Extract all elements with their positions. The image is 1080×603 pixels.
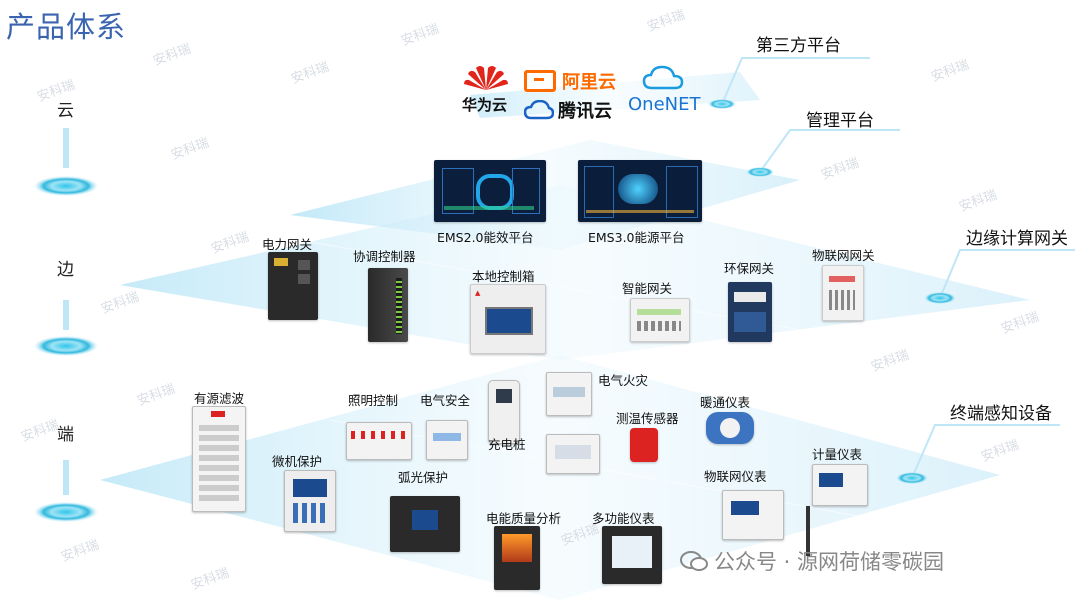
tencent-cloud-logo: 腾讯云 <box>524 97 612 123</box>
multi-meter-label: 多功能仪表 <box>592 511 655 526</box>
pq-analysis-label: 电能质量分析 <box>486 511 562 526</box>
aliyun-bracket-icon <box>524 70 556 92</box>
micro-protect-label: 微机保护 <box>272 454 323 469</box>
tier-ring-cloud <box>34 176 98 196</box>
callout-third-party: 第三方平台 <box>756 36 841 56</box>
env-gateway-image <box>728 282 772 342</box>
callout-management: 管理平台 <box>806 111 874 131</box>
pq-analyzer-image <box>494 526 540 590</box>
onenet-logo: OneNET <box>628 64 700 115</box>
metering-label: 计量仪表 <box>812 447 863 462</box>
metering-device-image <box>812 464 868 506</box>
elec-safety-label: 电气安全 <box>420 393 471 408</box>
local-box-label: 本地控制箱 <box>472 269 535 284</box>
iot-gateway-image <box>822 265 864 321</box>
aliyun-logo: 阿里云 <box>524 68 616 94</box>
active-filter-cabinet-image <box>192 406 246 512</box>
arc-protect-label: 弧光保护 <box>398 470 449 485</box>
layer-cloud <box>470 72 760 118</box>
tier-label-edge: 边 <box>57 260 74 280</box>
coord-controller-label: 协调控制器 <box>353 249 416 264</box>
fire-detector-image <box>546 372 592 416</box>
huawei-cloud-logo: 华为云 <box>462 62 510 115</box>
wechat-footer: 公众号 · 源网荷储零碳园 <box>680 546 944 576</box>
hvac-meter-image <box>706 412 754 444</box>
env-gateway-label: 环保网关 <box>724 261 775 276</box>
tier-label-cloud: 云 <box>57 101 74 121</box>
micro-protect-image <box>284 470 336 532</box>
hvac-meter-label: 暖通仪表 <box>700 395 751 410</box>
onenet-label: OneNET <box>628 94 701 115</box>
tier-ring-edge <box>34 336 98 356</box>
multi-meter-image <box>602 526 662 584</box>
iot-gateway-label: 物联网网关 <box>812 248 875 263</box>
active-filter-label: 有源滤波 <box>194 391 245 406</box>
charger-image <box>488 380 520 444</box>
arc-protect-image <box>390 496 460 552</box>
footer-text: 公众号 · 源网荷储零碳园 <box>714 550 945 574</box>
wechat-icon <box>680 551 708 571</box>
tier-ring-end <box>34 502 98 522</box>
callout-edge-gateway: 边缘计算网关 <box>966 229 1068 249</box>
temp-sensor-label: 测温传感器 <box>616 411 679 426</box>
lighting-controller-image <box>346 422 412 460</box>
antenna-icon <box>806 506 810 556</box>
charger-label: 充电桩 <box>488 437 526 452</box>
fire-label: 电气火灾 <box>598 373 649 388</box>
smart-gateway-label: 智能网关 <box>622 281 673 296</box>
power-gateway-image <box>268 252 318 320</box>
coord-controller-image <box>368 268 408 342</box>
huawei-flower-icon <box>464 66 508 90</box>
page-title: 产品体系 <box>6 10 127 44</box>
meter-box-image <box>546 434 600 474</box>
tier-label-end: 端 <box>57 425 74 445</box>
callout-terminal: 终端感知设备 <box>950 404 1052 424</box>
elec-safety-device-image <box>426 420 468 460</box>
local-box-image: ▲ <box>470 284 546 354</box>
iot-meter-label: 物联网仪表 <box>704 469 767 484</box>
ems3-dashboard-image <box>578 160 702 222</box>
layer-edge <box>120 185 1030 360</box>
huawei-label: 华为云 <box>462 96 508 114</box>
iot-meter-image <box>722 490 784 540</box>
tencent-cloud-icon <box>524 100 554 120</box>
aliyun-label: 阿里云 <box>562 72 616 93</box>
smart-gateway-image <box>630 298 690 342</box>
ems2-label: EMS2.0能效平台 <box>437 230 534 245</box>
temp-sensor-image <box>630 428 658 462</box>
power-gateway-label: 电力网关 <box>262 237 313 252</box>
ems3-label: EMS3.0能源平台 <box>588 230 685 245</box>
lighting-label: 照明控制 <box>348 393 399 408</box>
tencent-label: 腾讯云 <box>558 101 612 122</box>
ems2-dashboard-image <box>434 160 546 222</box>
onenet-cloud-icon <box>642 65 684 90</box>
